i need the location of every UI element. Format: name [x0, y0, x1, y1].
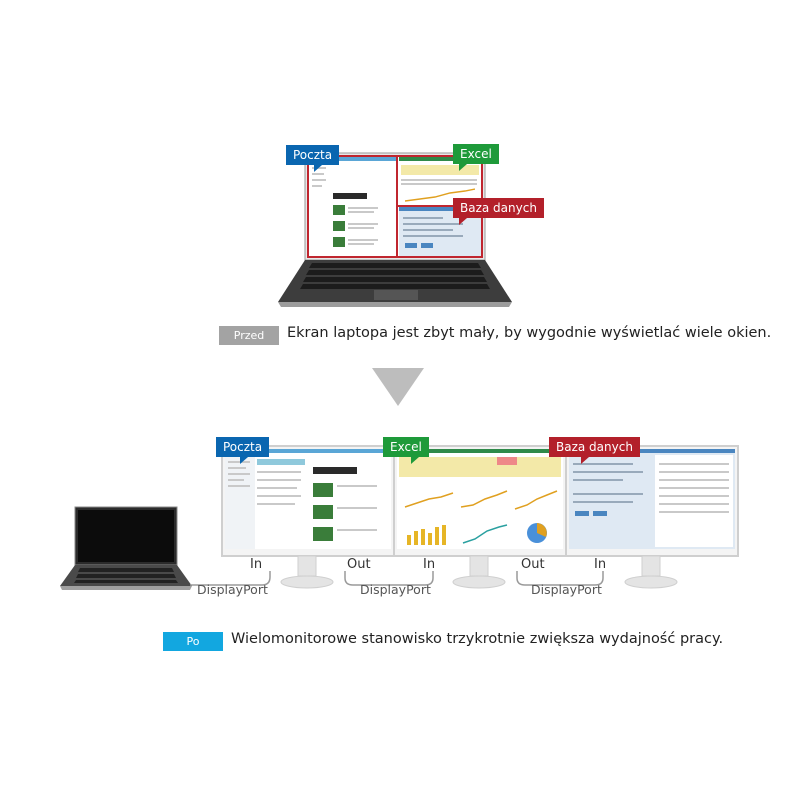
after-caption: Wielomonitorowe stanowisko trzykrotnie z… [231, 631, 724, 647]
displayport-label-1: DisplayPort [197, 582, 268, 597]
before-screen-divider-v [396, 157, 398, 256]
connector-out-2: Out [521, 557, 545, 572]
monitor-2 [393, 445, 567, 557]
before-database-tag-label: Baza danych [460, 201, 537, 215]
excel-charts [404, 490, 558, 545]
after-database-tag: Baza danych [549, 437, 640, 464]
mail-window-small [309, 157, 397, 256]
connector-in-3: In [594, 557, 607, 572]
before-badge: Przed [219, 326, 279, 345]
before-mail-tag: Poczta [286, 145, 340, 172]
after-excel-tag-label: Excel [390, 440, 422, 454]
before-caption: Ekran laptopa jest zbyt mały, by wygodni… [287, 325, 772, 341]
before-mail-tag-label: Poczta [293, 148, 333, 162]
excel-small-chart [405, 188, 475, 202]
before-database-tag: Baza danych [453, 198, 544, 225]
after-laptop-illustration [60, 506, 192, 590]
displayport-label-2: DisplayPort [360, 582, 431, 597]
after-mail-tag-label: Poczta [223, 440, 263, 454]
connector-in-2: In [423, 557, 436, 572]
connector-in-1: In [250, 557, 263, 572]
before-excel-tag-label: Excel [460, 147, 492, 161]
before-excel-tag: Excel [453, 144, 499, 171]
displayport-label-3: DisplayPort [531, 582, 602, 597]
connector-out-1: Out [347, 557, 371, 572]
after-mail-tag: Poczta [216, 437, 270, 464]
before-screen-divider-h [398, 205, 481, 207]
excel-window-small [399, 157, 481, 205]
monitor-3 [565, 445, 739, 557]
monitor-1 [221, 445, 395, 557]
down-arrow-icon [372, 368, 424, 406]
after-badge: Po [163, 632, 223, 651]
after-database-tag-label: Baza danych [556, 440, 633, 454]
after-excel-tag: Excel [383, 437, 429, 464]
before-screen-content [309, 157, 481, 256]
